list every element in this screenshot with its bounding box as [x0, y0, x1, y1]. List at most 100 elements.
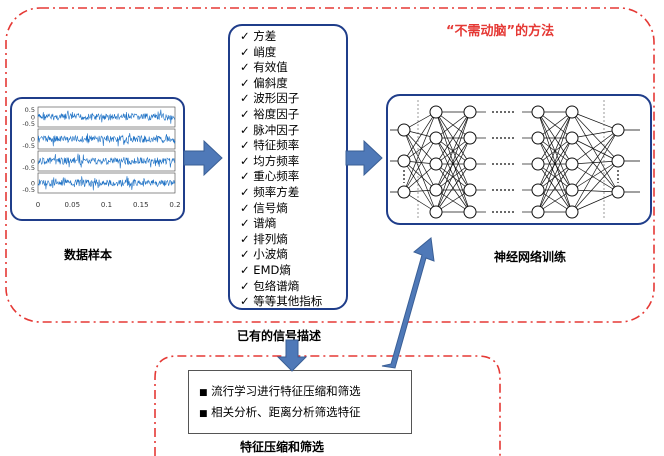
nn-edge	[571, 129, 619, 165]
nn-edge	[571, 129, 619, 139]
nn-edge	[571, 160, 619, 213]
check-icon: ✓	[240, 184, 254, 199]
nn-edge	[435, 111, 471, 139]
signal-panel	[37, 150, 176, 172]
check-icon: ✓	[240, 216, 254, 231]
top-region-frame	[5, 7, 655, 323]
signal-panel	[37, 172, 176, 194]
nn-edge	[435, 137, 471, 213]
y-tick-label: 0	[31, 158, 35, 166]
nn-node	[429, 157, 443, 171]
check-icon: ✓	[240, 153, 254, 168]
nn-edge	[403, 111, 437, 193]
nn-edge	[435, 111, 471, 213]
nn-edge	[403, 160, 437, 191]
nn-edge	[571, 191, 619, 213]
nn-edge	[571, 129, 619, 213]
nn-node	[429, 105, 443, 119]
nn-edge	[537, 163, 573, 191]
arrow-right-2	[345, 139, 383, 177]
feature-item-text: 偏斜度	[253, 75, 288, 90]
check-icon: ✓	[240, 44, 254, 59]
nn-edge	[537, 137, 573, 213]
features-list: ✓ 方差✓ 峭度✓ 有效值✓ 偏斜度✓ 波形因子✓ 裕度因子✓ 脉冲因子✓ 特征…	[240, 29, 322, 310]
signal-panel	[37, 106, 176, 128]
feature-item: ✓ 波形因子	[240, 91, 322, 107]
check-icon: ✓	[240, 262, 254, 277]
feature-item: ✓ EMD熵	[240, 263, 322, 279]
nn-node	[565, 131, 579, 145]
feature-item-text: EMD熵	[253, 262, 291, 277]
y-tick-label: 0	[31, 114, 35, 122]
nn-edge	[435, 163, 471, 213]
nn-node	[463, 205, 477, 219]
nn-edge	[403, 129, 437, 191]
nn-edge	[537, 111, 573, 213]
check-icon: ✓	[240, 231, 254, 246]
feature-item: ✓ 小波熵	[240, 247, 322, 263]
bullet-icon: ■	[199, 388, 208, 398]
nn-edge	[403, 137, 437, 162]
nn-edge	[537, 111, 573, 191]
feature-item: ✓ 均方频率	[240, 154, 322, 170]
feature-item: ✓ 脉冲因子	[240, 123, 322, 139]
network-box	[386, 94, 652, 225]
feature-item: ✓ 裕度因子	[240, 107, 322, 123]
feature-item: ✓ 排列熵	[240, 232, 322, 248]
y-tick-label: -0.5	[22, 186, 35, 194]
feature-item-text: 谱熵	[253, 216, 277, 231]
nn-edge	[571, 160, 619, 191]
feature-item: ✓ 特征频率	[240, 138, 322, 154]
nn-node	[463, 105, 477, 119]
y-tick-label: -0.5	[22, 142, 35, 150]
nn-node	[429, 183, 443, 197]
feature-item: ✓ 等等其他指标	[240, 294, 322, 310]
feature-item-text: 重心频率	[253, 169, 300, 184]
nn-node	[463, 131, 477, 145]
y-tick-label: 0	[31, 136, 35, 144]
nn-node	[565, 105, 579, 119]
network-label: 神经网络训练	[494, 250, 567, 264]
feature-item-text: 波形因子	[253, 91, 300, 106]
x-tick-label: 0.15	[133, 201, 149, 209]
nn-edge	[435, 111, 471, 165]
check-icon: ✓	[240, 106, 254, 121]
y-tick-label: 0.5	[25, 106, 35, 114]
nn-node	[397, 154, 411, 168]
feature-item: ✓ 方差	[240, 29, 322, 45]
check-icon: ✓	[240, 247, 254, 262]
signal-trace	[37, 133, 176, 147]
signal-trace	[37, 109, 176, 124]
feature-item: ✓ 频率方差	[240, 185, 322, 201]
feature-item: ✓ 峭度	[240, 45, 322, 61]
nn-node	[531, 157, 545, 171]
nn-edge	[537, 111, 573, 165]
nn-node	[531, 131, 545, 145]
compression-item-1: ■ 流行学习进行特征压缩和筛选	[199, 382, 361, 403]
nn-edge	[571, 111, 619, 131]
feature-item-text: 信号熵	[253, 200, 288, 215]
nn-edge	[403, 160, 437, 213]
network-graph	[390, 100, 640, 220]
nn-edge	[571, 137, 619, 193]
check-icon: ✓	[240, 278, 254, 293]
y-tick-label: 0	[31, 180, 35, 188]
feature-item: ✓ 偏斜度	[240, 76, 322, 92]
feature-item: ✓ 包络谱熵	[240, 279, 322, 295]
nn-edge	[571, 137, 619, 162]
nn-node	[397, 123, 411, 137]
nn-node	[397, 185, 411, 199]
check-icon: ✓	[240, 138, 254, 153]
arrow-down	[276, 339, 308, 372]
check-icon: ✓	[240, 91, 254, 106]
x-tick-label: 0	[36, 201, 40, 209]
nn-edge	[403, 129, 437, 165]
nn-node	[611, 123, 625, 137]
signal-trace	[37, 153, 176, 169]
feature-item-text: 频率方差	[253, 184, 300, 199]
compression-label: 特征压缩和筛选	[240, 440, 325, 454]
nn-edge	[403, 163, 437, 193]
nn-node	[429, 131, 443, 145]
